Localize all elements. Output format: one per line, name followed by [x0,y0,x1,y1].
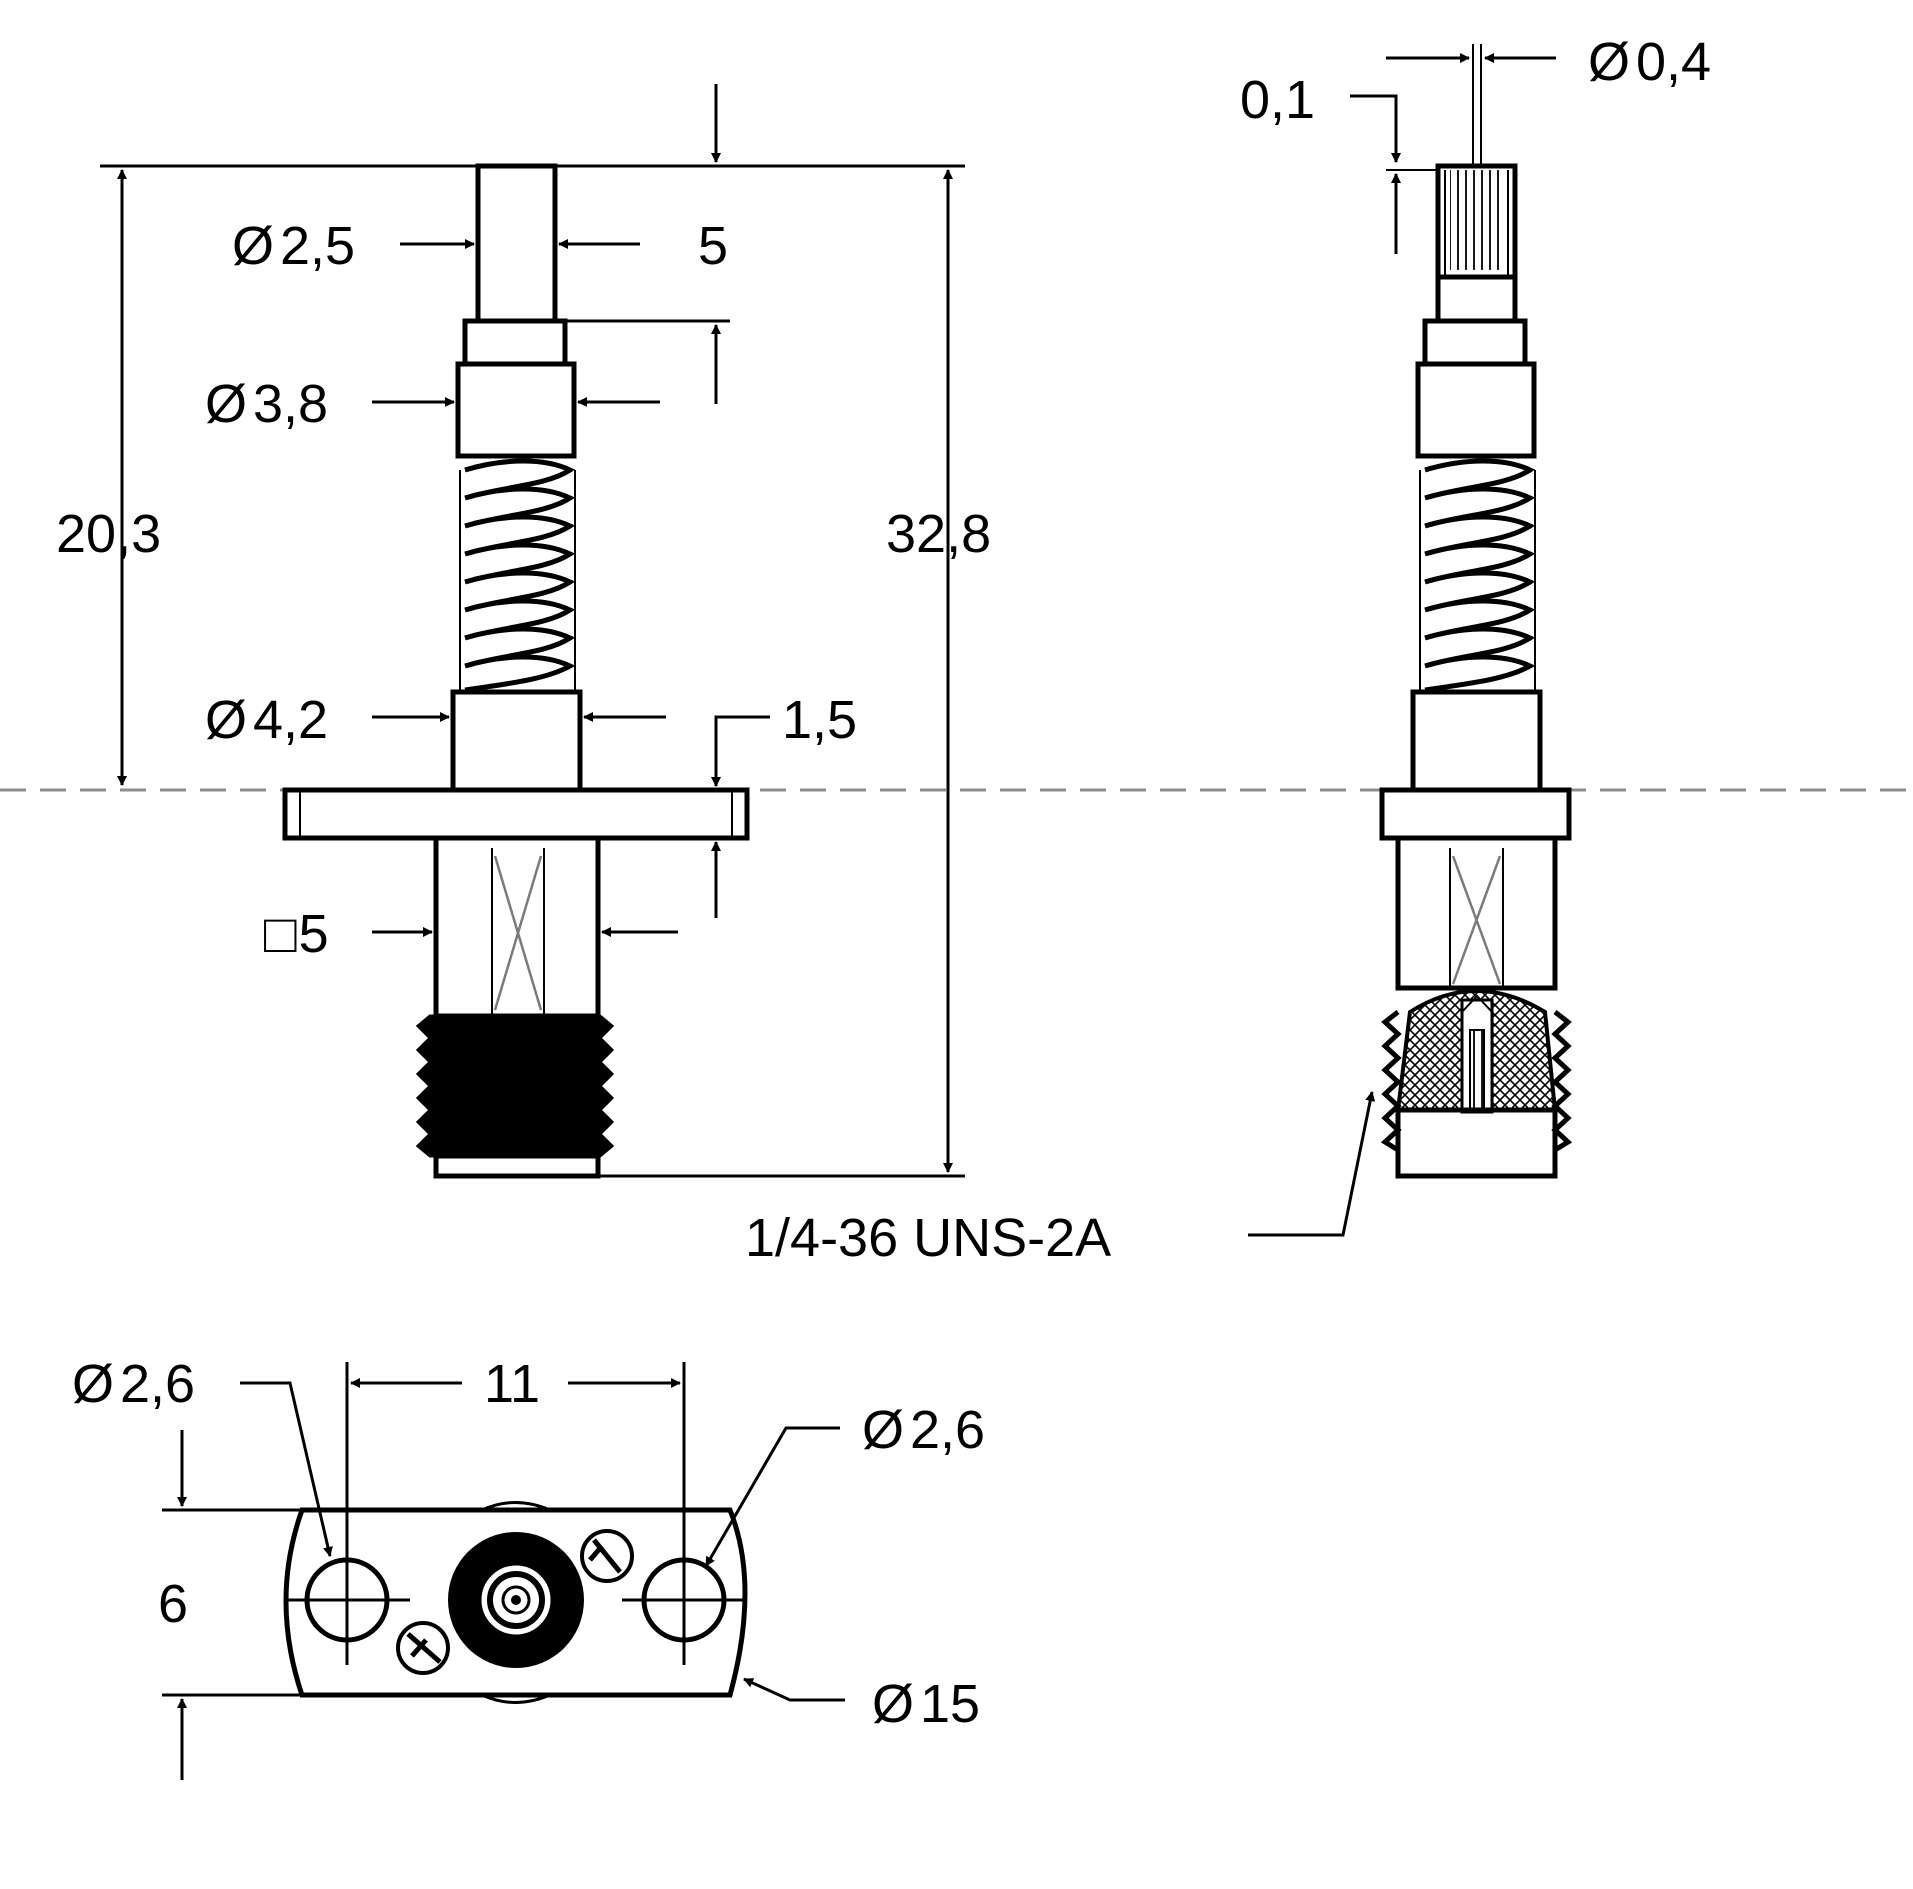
label-square: □5 [264,904,329,964]
flange-top-view-dimensions [162,1362,845,1780]
label-hole-spacing: 11 [484,1354,540,1414]
label-thread: 1/4-36 UNS-2A [745,1208,1111,1268]
section-view-dimensions [1248,44,1556,1237]
label-flange-thickness: 1,5 [782,690,857,750]
label-flange-width: 6 [158,1574,188,1634]
section-view [1379,163,1573,1179]
label-tip-length: 5 [698,216,728,276]
label-wire-offset: 0,1 [1240,70,1315,130]
spring-coil [459,458,576,693]
label-total-upper: 20,3 [56,504,161,564]
side-view-dimensions [100,84,965,1178]
label-total-length: 32,8 [886,504,991,564]
side-view [282,163,750,1179]
flange-top-view [283,1501,748,1704]
thread-solid [415,1014,615,1158]
